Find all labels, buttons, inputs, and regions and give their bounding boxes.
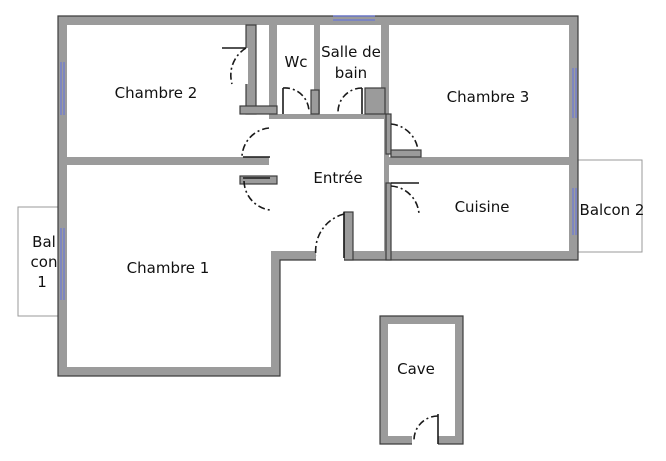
door-chambre2-entree	[241, 127, 270, 158]
label-chambre-2: Chambre 2	[115, 84, 198, 102]
door-cuisine	[390, 182, 420, 215]
door-entrance	[314, 212, 345, 262]
door-chambre3	[390, 123, 419, 151]
label-balcon-1-line3: 1	[37, 273, 47, 291]
label-salle-de-bain-line2: bain	[335, 64, 367, 82]
label-cave: Cave	[397, 360, 435, 378]
door-salle-de-bain	[337, 87, 363, 114]
label-wc: Wc	[284, 53, 307, 71]
label-cuisine: Cuisine	[455, 198, 510, 216]
label-balcon-1-line2: con	[31, 253, 58, 271]
door-wc	[282, 87, 310, 114]
door-chambre2	[222, 47, 248, 85]
label-balcon-2: Balcon 2	[580, 201, 645, 219]
label-salle-de-bain-line1: Salle de	[321, 43, 381, 61]
room-floors	[67, 25, 569, 367]
label-entree: Entrée	[313, 169, 362, 187]
windows	[60, 15, 577, 300]
interior-walls	[239, 24, 422, 261]
door-chambre1	[243, 177, 271, 211]
label-chambre-3: Chambre 3	[447, 88, 530, 106]
door-cave	[412, 414, 439, 446]
label-balcon-1-line1: Bal	[32, 233, 56, 251]
label-chambre-1: Chambre 1	[127, 259, 210, 277]
